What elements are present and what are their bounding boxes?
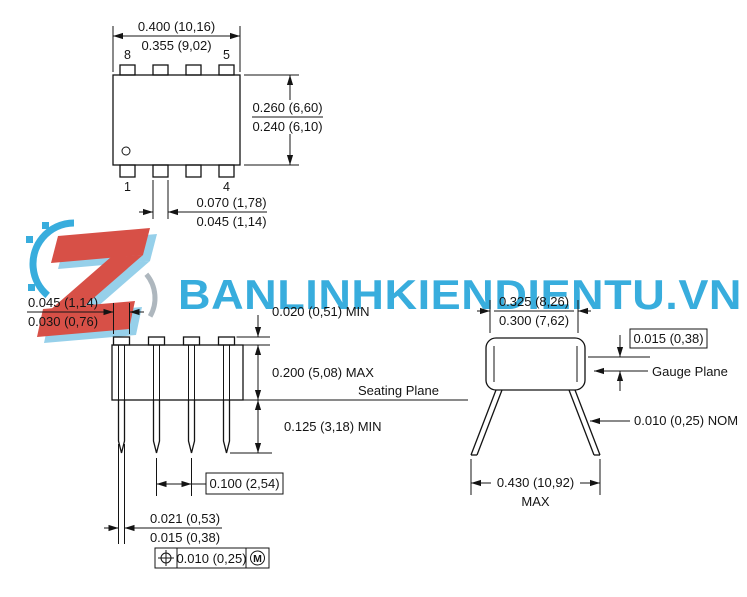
pin-label-8: 8: [124, 48, 131, 62]
dim-lead-width: 0.021 (0,53): [150, 511, 220, 526]
watermark-text: BANLINHKIENDIENTU.VN: [178, 271, 742, 318]
dim-gauge-offset: 0.015 (0,38): [633, 331, 703, 346]
side-view-leads: [117, 400, 231, 454]
top-view-pins: [119, 64, 235, 178]
dim-top-width-min: 0.355 (9,02): [141, 38, 211, 53]
feature-control-frame: 0.010 (0,25) M: [154, 547, 270, 569]
dim-shoulder-width-min: 0.030 (0,76): [28, 314, 98, 329]
pin-label-5: 5: [223, 48, 230, 62]
logo-node-dot: [28, 284, 35, 291]
lead-length-dimension-lines: [230, 400, 272, 454]
top-width-dimension-lines: [112, 26, 241, 72]
package-body-side: [111, 344, 244, 401]
pin-width-dimension-lines: [139, 180, 267, 219]
pin-label-1: 1: [124, 180, 131, 194]
lead-width-dimension-lines: [104, 444, 222, 544]
package-body-end: [485, 337, 586, 391]
dim-pitch: 0.100 (2,54): [209, 476, 279, 491]
seating-plane-label: Seating Plane: [358, 383, 439, 398]
position-tolerance-symbol-icon: [158, 550, 174, 566]
shoulder-width-dimension-lines: [27, 303, 144, 334]
package-body-top: [112, 74, 241, 166]
mmc-modifier-letter: M: [253, 553, 262, 565]
gauge-plane-label: Gauge Plane: [652, 364, 728, 379]
dim-lead-thickness: 0.010 (0,25) NOM: [634, 413, 738, 428]
side-view: 0.045 (1,14) 0.030 (0,76) 0.020 (0,51) M…: [27, 295, 468, 569]
pitch-dimension-lines: [156, 458, 284, 496]
gauge-plane-dimension-lines: [588, 328, 708, 391]
dim-top-width: 0.400 (10,16): [138, 19, 215, 34]
lead-shoulders: [112, 336, 236, 346]
end-view: 0.325 (8,26) 0.300 (7,62) 0.015 (0,38) G…: [470, 294, 738, 509]
dim-top-height-min: 0.240 (6,10): [252, 119, 322, 134]
tolerance-value: 0.010 (0,25): [176, 551, 246, 566]
dim-body-height: 0.200 (5,08) MAX: [272, 365, 374, 380]
logo-gray-arc: [78, 258, 158, 338]
mmc-modifier-icon: M: [250, 550, 265, 566]
logo-circuit-arc: [29, 219, 119, 309]
lead-through-lines: [118, 345, 230, 400]
watermark: BANLINHKIENDIENTU.VN: [26, 219, 743, 343]
end-view-leads: [470, 389, 601, 456]
dim-shoulder-width: 0.045 (1,14): [28, 295, 98, 310]
end-width-dimension-lines: [477, 300, 591, 333]
logo-node-dot: [26, 236, 33, 243]
pin-label-4: 4: [223, 180, 230, 194]
pin1-indicator-dot: [121, 146, 131, 156]
dim-pin-width: 0.070 (1,78): [196, 195, 266, 210]
dim-lead-width-min: 0.015 (0,38): [150, 530, 220, 545]
logo-node-dot: [42, 222, 49, 229]
standoff-dimension-lines: [236, 315, 270, 346]
dim-end-width: 0.325 (8,26): [499, 294, 569, 309]
dim-span-qualifier: MAX: [521, 494, 550, 509]
dimension-text-mask: [491, 472, 580, 492]
top-view: 0.400 (10,16) 0.355 (9,02) 8 5 1 4 0.260…: [112, 19, 324, 229]
dim-span: 0.430 (10,92): [497, 475, 574, 490]
dim-lead-length: 0.125 (3,18) MIN: [284, 419, 382, 434]
dim-end-width-min: 0.300 (7,62): [499, 313, 569, 328]
dim-top-height: 0.260 (6,60): [252, 100, 322, 115]
dim-standoff: 0.020 (0,51) MIN: [272, 304, 370, 319]
dim-pin-width-min: 0.045 (1,14): [196, 214, 266, 229]
